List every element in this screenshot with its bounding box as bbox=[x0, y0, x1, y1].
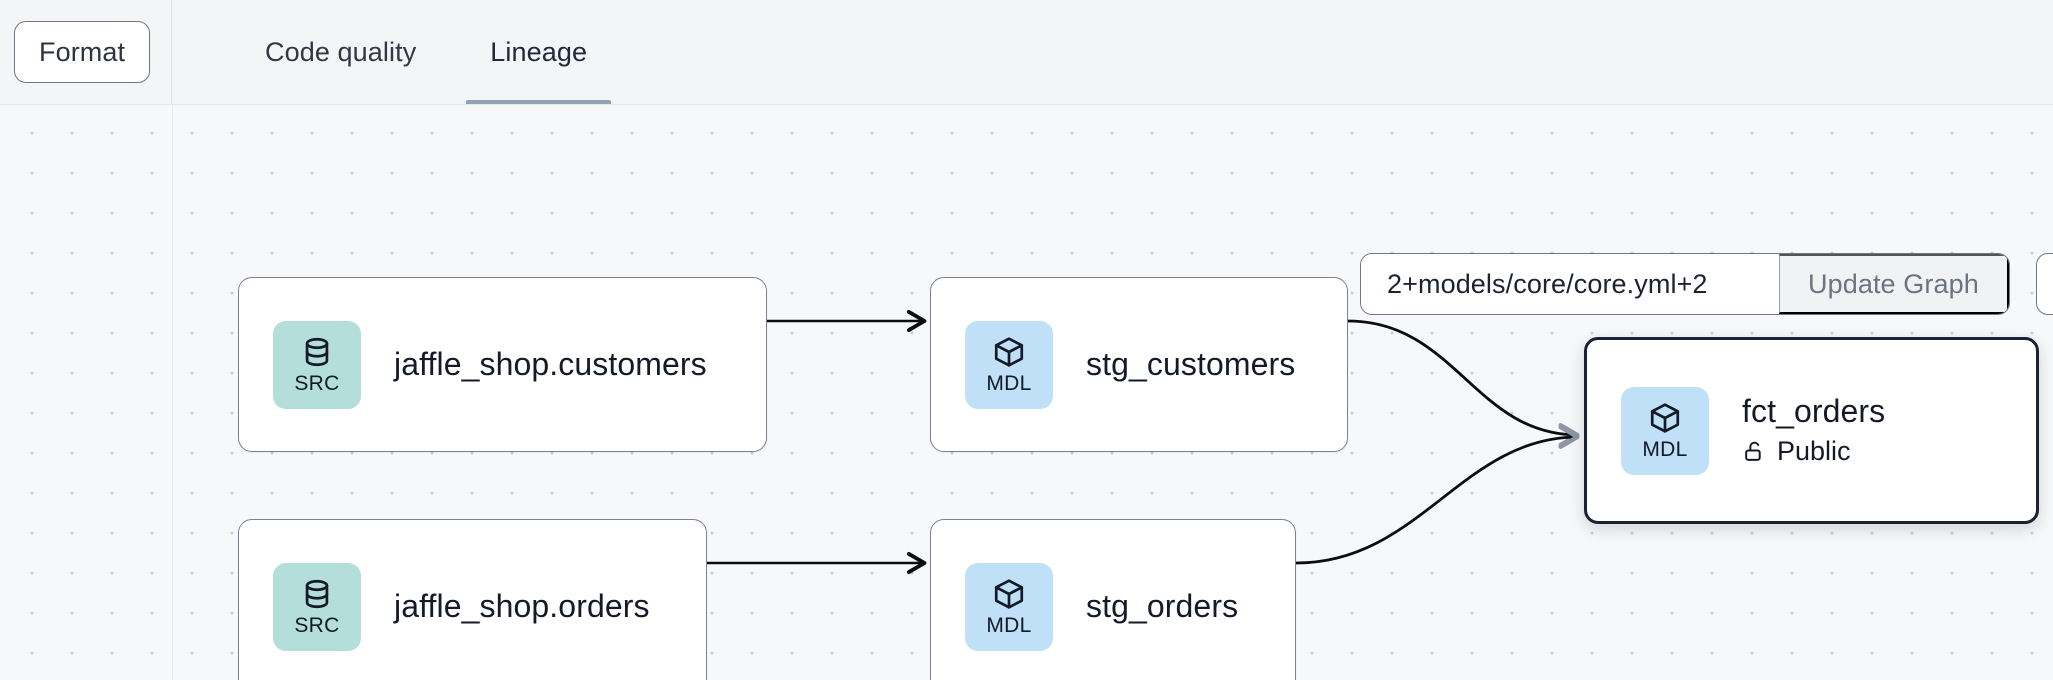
lineage-node-jaffle-shop-customers[interactable]: SRC jaffle_shop.customers bbox=[238, 277, 767, 452]
toolbar-tab-list: Code quality Lineage bbox=[172, 0, 2053, 104]
node-body: jaffle_shop.customers bbox=[361, 345, 707, 383]
graph-extra-control[interactable] bbox=[2035, 253, 2053, 315]
node-badge-label: SRC bbox=[294, 372, 340, 395]
lineage-node-fct-orders[interactable]: MDL fct_orders Public bbox=[1584, 337, 2039, 524]
edge-stg-orders-to-fct-orders bbox=[1295, 425, 1580, 565]
cube-icon bbox=[992, 577, 1026, 611]
tab-code-quality-label: Code quality bbox=[265, 36, 417, 67]
graph-controls: Update Graph bbox=[1360, 253, 2053, 315]
graph-selector-group: Update Graph bbox=[1360, 253, 2010, 315]
lineage-node-stg-customers[interactable]: MDL stg_customers bbox=[930, 277, 1348, 452]
editor-toolbar: Format Code quality Lineage bbox=[0, 0, 2053, 105]
lineage-node-stg-orders[interactable]: MDL stg_orders bbox=[930, 519, 1296, 680]
node-visibility-label: Public bbox=[1777, 435, 1851, 466]
node-body: jaffle_shop.orders bbox=[361, 587, 650, 625]
node-badge-src: SRC bbox=[273, 320, 361, 409]
toolbar-left-section: Format bbox=[0, 0, 172, 104]
node-visibility: Public bbox=[1742, 436, 1885, 467]
node-badge-label: SRC bbox=[294, 614, 340, 637]
lineage-node-jaffle-shop-orders[interactable]: SRC jaffle_shop.orders bbox=[238, 519, 707, 680]
node-title: jaffle_shop.orders bbox=[394, 587, 650, 624]
database-icon bbox=[300, 335, 334, 369]
node-title: jaffle_shop.customers bbox=[394, 345, 707, 382]
tab-lineage[interactable]: Lineage bbox=[466, 0, 611, 104]
node-title: fct_orders bbox=[1742, 393, 1886, 430]
tab-lineage-label: Lineage bbox=[490, 36, 588, 67]
node-badge-label: MDL bbox=[986, 614, 1032, 637]
canvas-left-divider bbox=[172, 105, 173, 680]
update-graph-button[interactable]: Update Graph bbox=[1779, 254, 2009, 314]
node-body: stg_customers bbox=[1053, 345, 1296, 383]
node-title: stg_customers bbox=[1086, 345, 1296, 382]
node-badge-mdl: MDL bbox=[1621, 386, 1709, 475]
node-badge-mdl: MDL bbox=[965, 320, 1053, 409]
cube-icon bbox=[1648, 401, 1682, 435]
node-badge-src: SRC bbox=[273, 562, 361, 651]
node-body: fct_orders Public bbox=[1709, 393, 1886, 467]
node-badge-label: MDL bbox=[986, 372, 1032, 395]
node-title: stg_orders bbox=[1086, 587, 1239, 624]
node-badge-mdl: MDL bbox=[965, 562, 1053, 651]
database-icon bbox=[300, 577, 334, 611]
graph-selector-input[interactable] bbox=[1361, 254, 1779, 314]
cube-icon bbox=[992, 335, 1026, 369]
lineage-canvas[interactable]: SRC jaffle_shop.customers MDL stg_custo bbox=[0, 105, 2053, 680]
edge-stg-customers-to-fct-orders bbox=[1347, 319, 1580, 447]
node-badge-label: MDL bbox=[1642, 438, 1688, 461]
tab-code-quality[interactable]: Code quality bbox=[241, 0, 440, 104]
node-body: stg_orders bbox=[1053, 587, 1239, 625]
unlock-icon bbox=[1742, 439, 1767, 464]
format-button[interactable]: Format bbox=[14, 21, 151, 83]
